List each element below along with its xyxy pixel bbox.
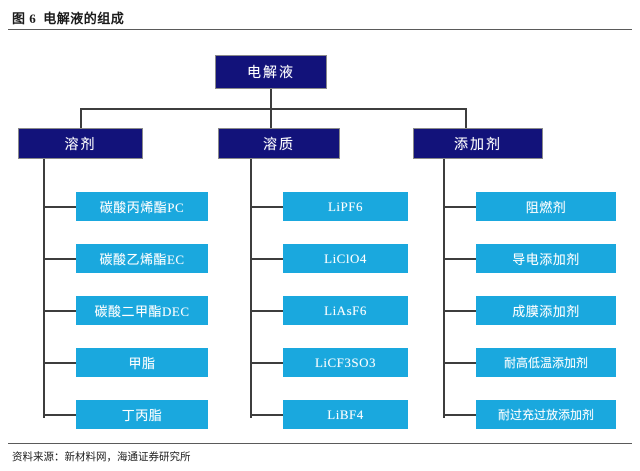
node-leaf-solute-3[interactable]: LiAsF6 <box>283 296 408 325</box>
connector-stub-solvent-2 <box>43 258 76 260</box>
connector-branch-bus <box>80 108 466 110</box>
node-leaf-additive-3[interactable]: 成膜添加剂 <box>476 296 616 325</box>
node-branch-solute[interactable]: 溶质 <box>218 128 340 159</box>
connector-stub-additive-5 <box>443 414 476 416</box>
node-leaf-solvent-5[interactable]: 丁丙脂 <box>76 400 208 429</box>
connector-stub-additive-3 <box>443 310 476 312</box>
footer-divider <box>8 443 632 444</box>
node-leaf-additive-2[interactable]: 导电添加剂 <box>476 244 616 273</box>
connector-stub-solute-4 <box>250 362 283 364</box>
connector-stub-solute-1 <box>250 206 283 208</box>
node-root-electrolyte[interactable]: 电解液 <box>215 55 327 89</box>
node-leaf-solvent-1[interactable]: 碳酸丙烯酯PC <box>76 192 208 221</box>
connector-branch-drop-2 <box>270 108 272 128</box>
node-leaf-additive-5[interactable]: 耐过充过放添加剂 <box>476 400 616 429</box>
connector-branch-drop-1 <box>80 108 82 128</box>
connector-branch-drop-3 <box>465 108 467 128</box>
node-leaf-solute-1[interactable]: LiPF6 <box>283 192 408 221</box>
figure-title-text: 电解液的组成 <box>43 11 125 26</box>
figure-source: 资料来源：新材料网，海通证券研究所 <box>12 452 191 463</box>
node-leaf-solute-4[interactable]: LiCF3SO3 <box>283 348 408 377</box>
connector-stub-solute-2 <box>250 258 283 260</box>
connector-spine-solvent <box>43 158 45 418</box>
connector-stub-additive-1 <box>443 206 476 208</box>
connector-spine-solute <box>250 158 252 418</box>
connector-stub-additive-2 <box>443 258 476 260</box>
node-leaf-solvent-2[interactable]: 碳酸乙烯酯EC <box>76 244 208 273</box>
connector-stub-solvent-5 <box>43 414 76 416</box>
node-leaf-solvent-3[interactable]: 碳酸二甲酯DEC <box>76 296 208 325</box>
figure-title: 图 6 电解液的组成 <box>12 8 124 27</box>
node-leaf-solute-2[interactable]: LiClO4 <box>283 244 408 273</box>
node-leaf-additive-4[interactable]: 耐高低温添加剂 <box>476 348 616 377</box>
header-divider <box>8 29 632 30</box>
connector-stub-solvent-4 <box>43 362 76 364</box>
node-branch-additive[interactable]: 添加剂 <box>413 128 543 159</box>
node-branch-solvent[interactable]: 溶剂 <box>18 128 143 159</box>
connector-stub-solute-5 <box>250 414 283 416</box>
connector-stub-solvent-1 <box>43 206 76 208</box>
figure-number: 图 6 <box>12 11 37 26</box>
node-leaf-solvent-4[interactable]: 甲脂 <box>76 348 208 377</box>
connector-stub-solute-3 <box>250 310 283 312</box>
node-leaf-additive-1[interactable]: 阻燃剂 <box>476 192 616 221</box>
connector-stub-solvent-3 <box>43 310 76 312</box>
connector-stub-additive-4 <box>443 362 476 364</box>
connector-spine-additive <box>443 158 445 418</box>
node-leaf-solute-5[interactable]: LiBF4 <box>283 400 408 429</box>
connector-root-stem <box>270 89 272 124</box>
